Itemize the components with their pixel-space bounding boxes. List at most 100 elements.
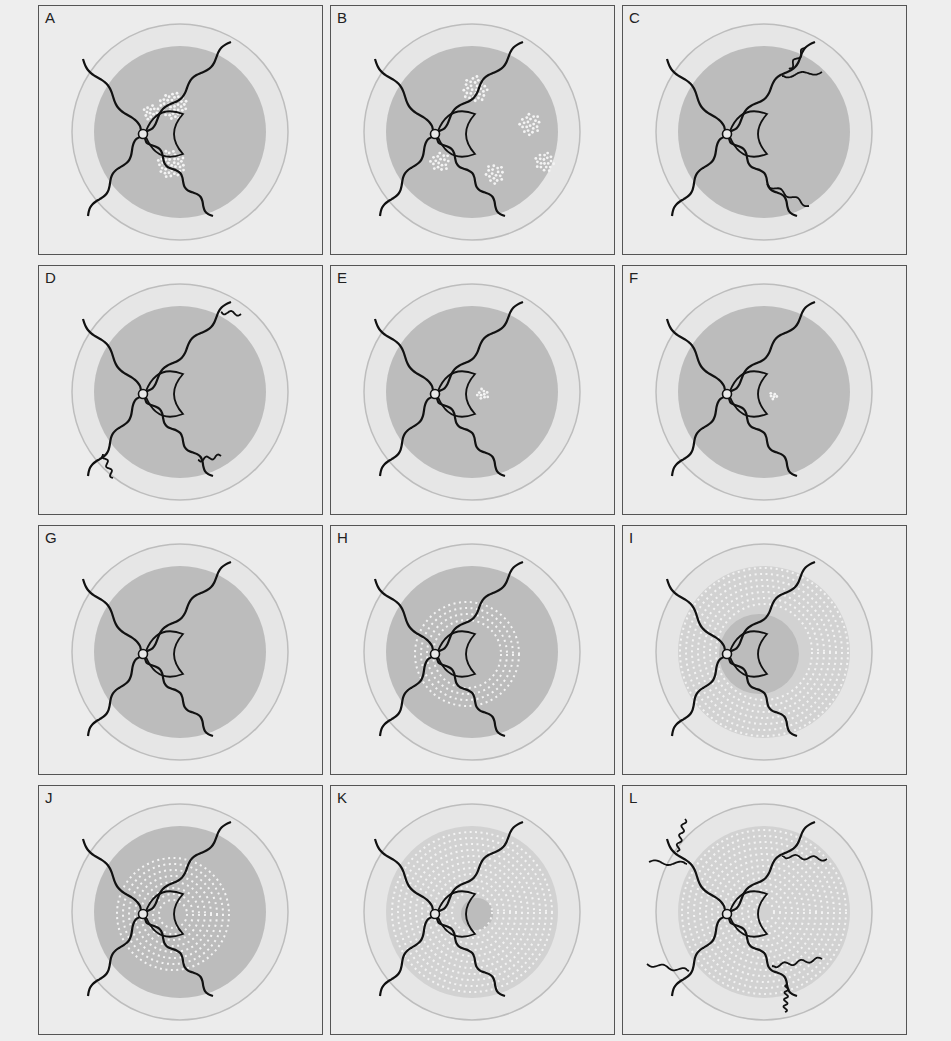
stipple-ring xyxy=(404,844,540,980)
exudate-dot xyxy=(164,158,167,161)
exudate-dot xyxy=(433,167,436,170)
eye-outline xyxy=(72,284,288,500)
exudate-dot xyxy=(493,177,496,180)
exudate-dot xyxy=(500,178,503,181)
figure-panel: J xyxy=(38,785,323,1035)
stipple-ring xyxy=(410,850,534,974)
vessel-branch xyxy=(221,311,241,316)
exudate-dot xyxy=(436,155,439,158)
optic-disc xyxy=(723,390,732,399)
vessel-branch xyxy=(782,72,822,77)
exudate-dot xyxy=(546,156,549,159)
exudate-dot xyxy=(440,168,443,171)
exudate-dot xyxy=(536,129,539,132)
vessel xyxy=(667,579,727,654)
exudate-dot xyxy=(495,174,498,177)
vessel xyxy=(435,562,523,654)
exudate-dot xyxy=(483,85,486,88)
exudate-dot xyxy=(167,162,170,165)
exudate-dot xyxy=(479,397,482,400)
panel-letter: G xyxy=(45,530,57,547)
fundus-disk xyxy=(386,566,558,738)
stipple-ring xyxy=(724,872,804,952)
vessel-branch xyxy=(767,184,809,206)
exudate-dot xyxy=(528,113,531,116)
stipple-ring xyxy=(147,888,199,940)
exudate-dot xyxy=(476,84,479,87)
exudate-dot xyxy=(552,162,555,165)
fundus-disk xyxy=(94,566,266,738)
vessel xyxy=(672,394,727,476)
fundus xyxy=(38,785,323,1035)
exudate-dot xyxy=(437,162,440,165)
vessel xyxy=(435,42,523,134)
exudate-dot xyxy=(543,154,546,157)
vessel xyxy=(435,822,523,914)
exudate-dot xyxy=(496,179,499,182)
exudate-dot xyxy=(177,158,180,161)
panel-ground xyxy=(38,785,323,1035)
exudate-dot xyxy=(465,83,468,86)
macular-vessels xyxy=(438,371,475,416)
exudate-dot xyxy=(769,392,772,395)
vessel xyxy=(88,394,143,476)
exudate-dot xyxy=(478,93,481,96)
optic-disc xyxy=(723,650,732,659)
figure-panel: A xyxy=(38,5,323,255)
exudate-dot xyxy=(482,94,485,97)
vessel xyxy=(380,134,435,216)
stipple-ring xyxy=(730,878,798,946)
exudate-dot xyxy=(545,166,548,169)
eye-outline xyxy=(364,544,580,760)
exudate-dot xyxy=(470,84,473,87)
exudate-dot xyxy=(477,79,480,82)
macular-vessels xyxy=(146,631,183,676)
exudate-dot xyxy=(480,388,483,391)
fundus-disk xyxy=(386,306,558,478)
stipple-ring xyxy=(392,832,552,992)
exudate-dot xyxy=(492,164,495,167)
exudate-dot xyxy=(432,163,435,166)
eye-outline xyxy=(364,804,580,1020)
stipple-ring xyxy=(682,830,846,994)
exudate-dot xyxy=(497,171,500,174)
exudate-dot xyxy=(185,100,188,103)
optic-disc xyxy=(139,130,148,139)
exudate-dot xyxy=(482,390,485,393)
exudate-dot xyxy=(168,171,171,174)
exudate-dot xyxy=(527,129,530,132)
stipple-ring xyxy=(427,614,507,694)
exudate-dot xyxy=(180,105,183,108)
optic-disc xyxy=(139,910,148,919)
exudate-dot xyxy=(174,115,177,118)
exudate-dot xyxy=(164,114,167,117)
exudate-dot xyxy=(488,175,491,178)
exudate-dot xyxy=(525,116,528,119)
fundus-disk xyxy=(94,306,266,478)
exudate-dot xyxy=(485,173,488,176)
stipple-ring xyxy=(698,586,830,718)
exudate-dot xyxy=(472,77,475,80)
exudate-dot xyxy=(529,118,532,121)
fundus-disk xyxy=(678,826,850,998)
vessel xyxy=(667,839,727,914)
exudate-dot xyxy=(173,161,176,164)
figure-panel: H xyxy=(330,525,615,775)
vessel-branch xyxy=(784,984,789,1012)
vessel xyxy=(727,822,815,914)
fundus xyxy=(330,785,615,1035)
vessel xyxy=(375,59,435,134)
vessel xyxy=(83,579,143,654)
exudate-dot xyxy=(168,152,171,155)
exudate-dot xyxy=(180,160,183,163)
vessel-branch xyxy=(198,455,221,462)
vessel-branch xyxy=(647,964,689,971)
exudate-dot xyxy=(532,115,535,118)
exudate-dot xyxy=(441,164,444,167)
figure-panel: C xyxy=(622,5,907,255)
macular-vessels xyxy=(730,371,767,416)
exudate-dot xyxy=(177,95,180,98)
stipple-ring xyxy=(159,900,187,928)
vessel xyxy=(143,822,231,914)
panel-ground xyxy=(622,5,907,255)
